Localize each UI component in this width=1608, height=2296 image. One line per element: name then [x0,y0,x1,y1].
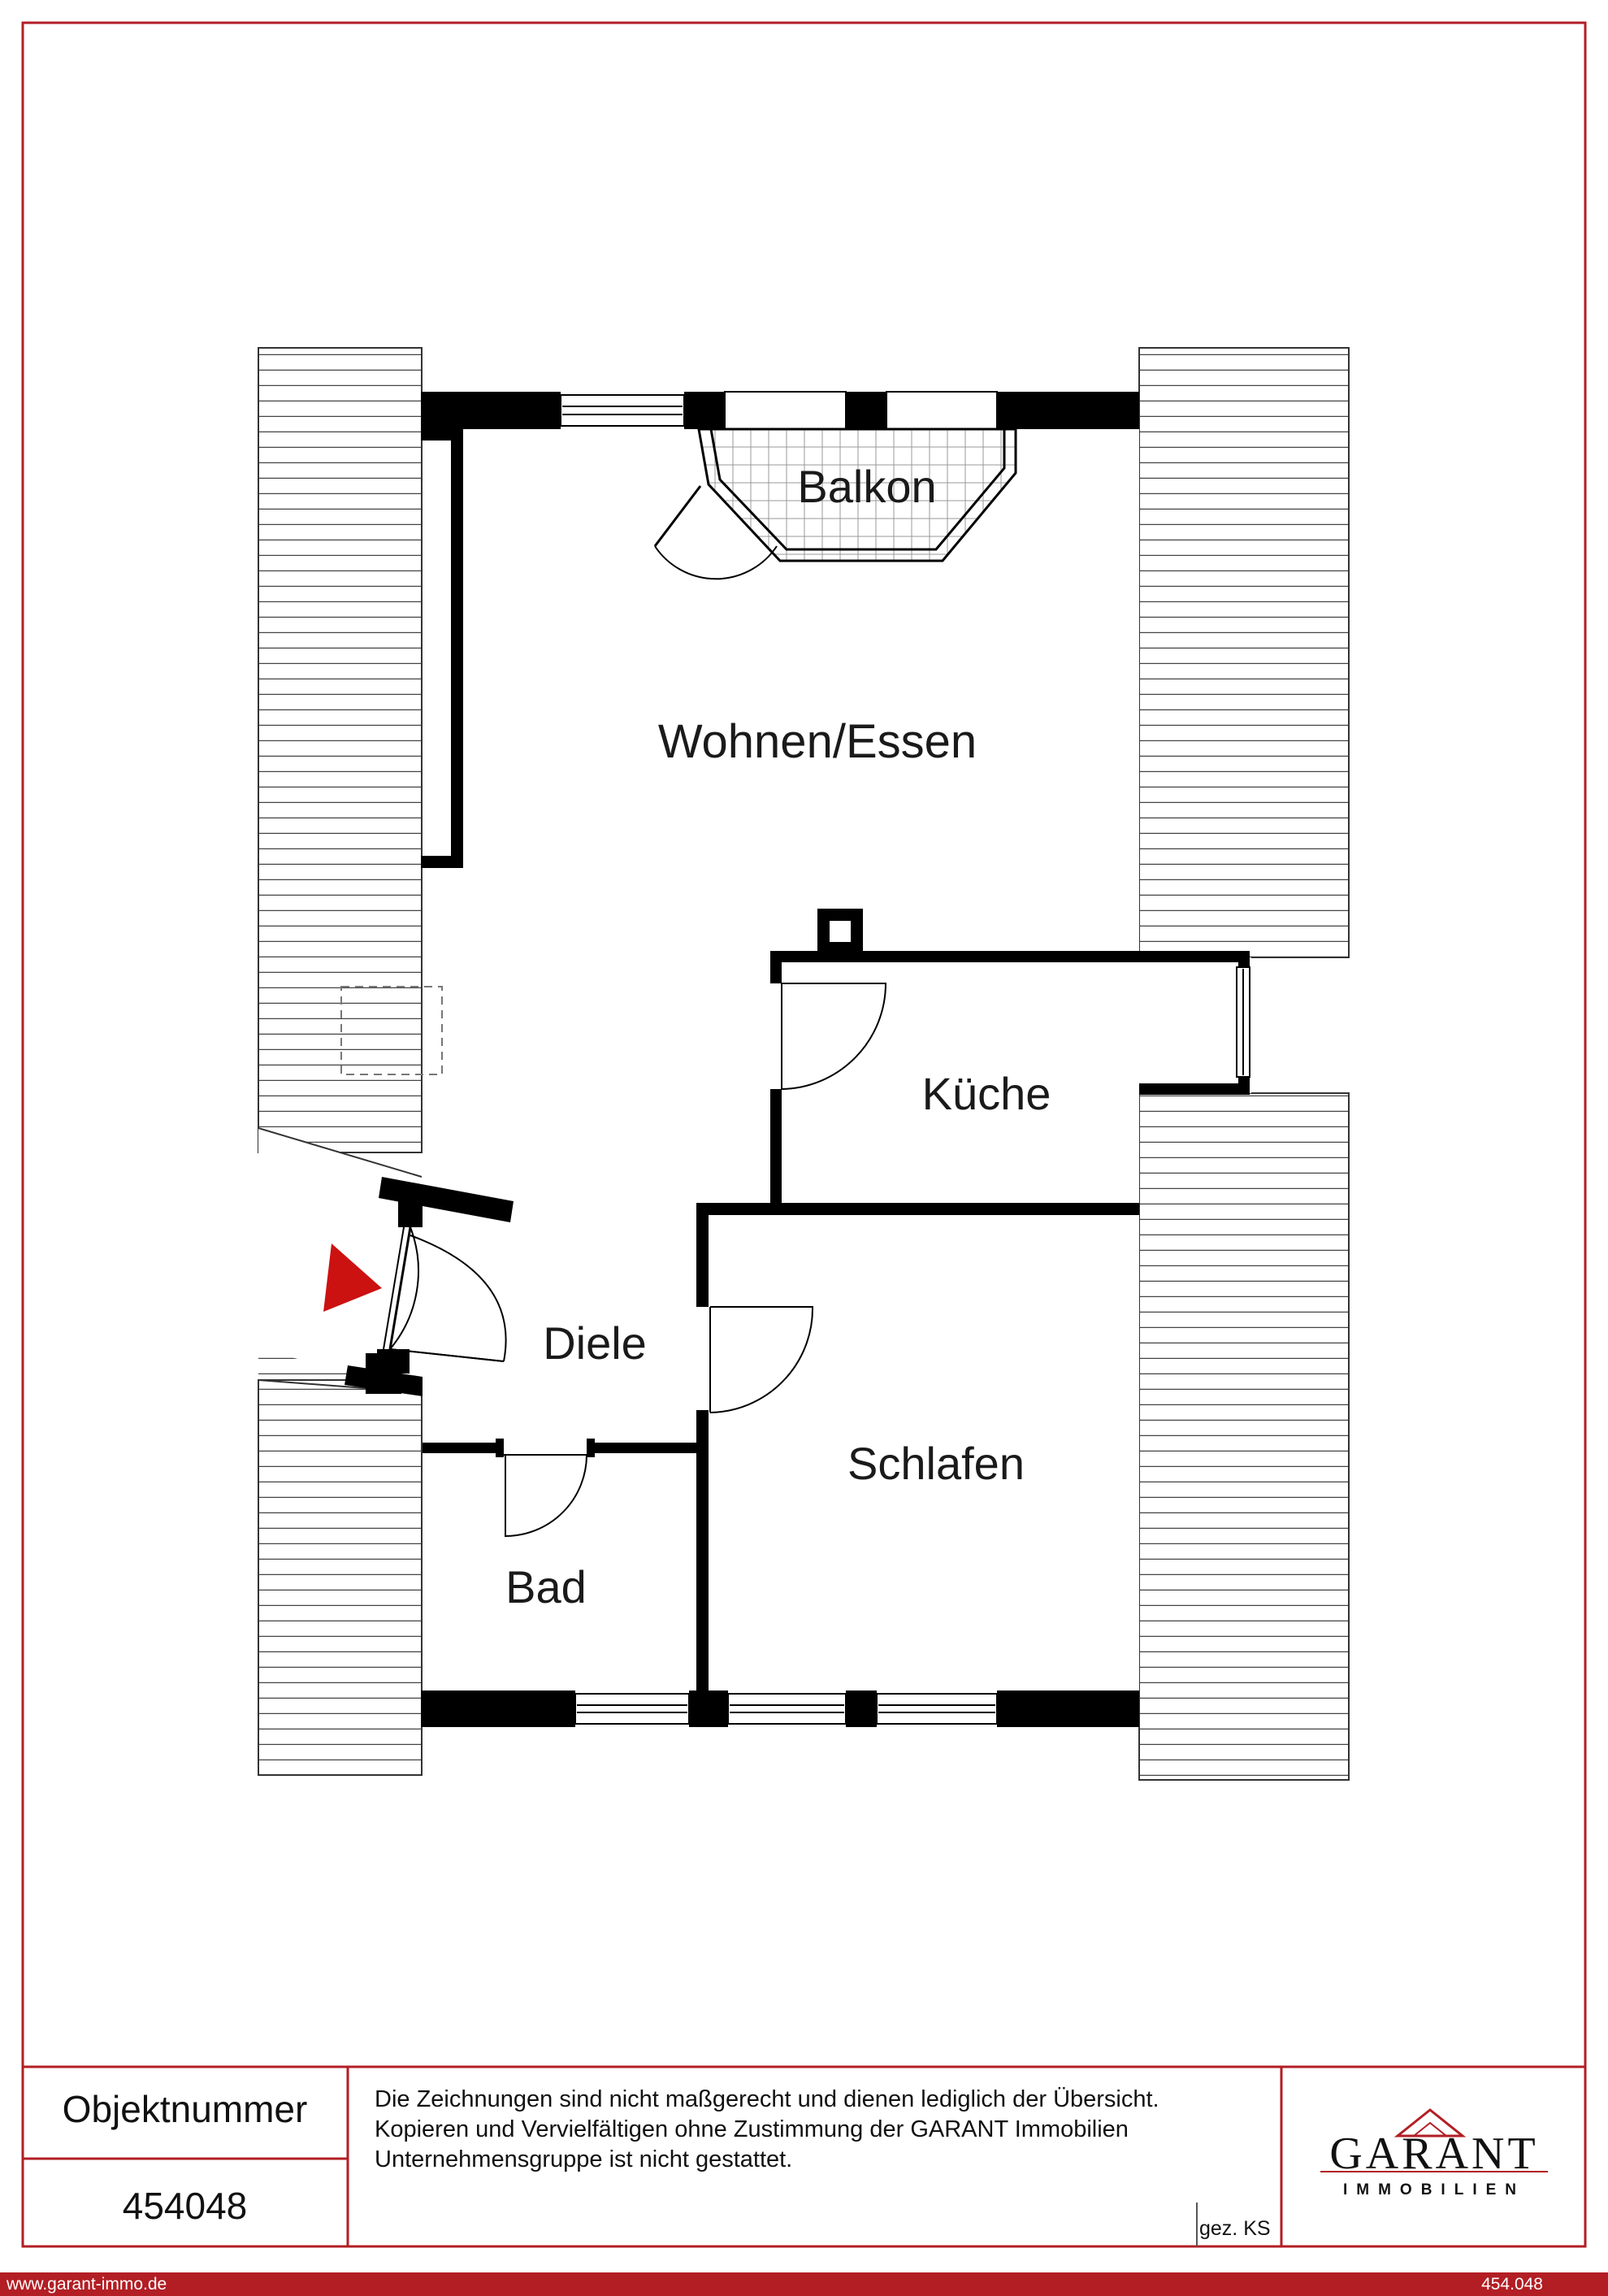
entrance-door [383,1226,507,1362]
wall-bathroom [421,1439,700,1457]
window-top-right [886,391,998,430]
kitchen-window [1236,966,1250,1078]
bottom-bar [0,2272,1608,2296]
wall-left-lower [421,1396,423,1705]
balcony [697,428,1017,562]
website-link[interactable]: www.garant-immo.de [7,2275,167,2294]
roof-right-lower [1138,1092,1350,1781]
bedroom-door [709,1306,814,1413]
room-label-balkon: Balkon [797,461,936,512]
wall-bedroom [696,1203,1139,1711]
roof-left-lower [258,1349,423,1776]
window-bottom-1 [574,1693,690,1725]
room-label-diele: Diele [543,1317,647,1369]
window-top-mid [724,391,847,430]
wall-left-upper [421,429,463,868]
room-label-bad: Bad [505,1561,587,1612]
disclaimer-line-1: Die Zeichnungen sind nicht maßgerecht un… [375,2086,1159,2112]
roof-left-upper [258,347,423,1178]
wall-top [421,392,1139,429]
roof-right-lower-cover [1139,957,1251,1093]
bar-object-number: 454.048 [1481,2275,1543,2294]
wall-kitchen [770,951,1250,1207]
room-label-schlafen: Schlafen [847,1438,1025,1489]
disclaimer: Die Zeichnungen sind nicht maßgerecht un… [375,2085,1268,2175]
wall-bottom [421,1691,1139,1727]
room-label-wohnen: Wohnen/Essen [658,715,977,768]
balcony-door [653,485,778,580]
object-number-label: Objektnummer [62,2088,308,2130]
window-bottom-2 [727,1693,847,1725]
brand-logo-subtext: IMMOBILIEN [1343,2181,1525,2198]
disclaimer-line-2: Kopieren und Vervielfältigen ohne Zustim… [375,2116,1129,2142]
skylight [340,986,443,1075]
garant-logo-roof [1393,2108,1467,2138]
window-bottom-3 [876,1693,998,1725]
window-top-left [560,394,685,427]
kitchen-door [781,983,887,1090]
disclaimer-line-3: Unternehmensgruppe ist nicht gestattet. [375,2146,793,2172]
brand-logo-text: GARANT [1329,2129,1539,2179]
object-number-value: 454048 [122,2185,248,2227]
chimney [817,909,863,954]
drawn-by: gez. KS [1199,2217,1271,2240]
entrance-arrow-icon [323,1243,382,1312]
roof-right-upper [1138,347,1350,958]
bathroom-door [504,1454,587,1538]
page-frame [21,21,1587,2248]
room-label-kueche: Küche [922,1068,1051,1119]
entrance-wall [345,1177,514,1396]
